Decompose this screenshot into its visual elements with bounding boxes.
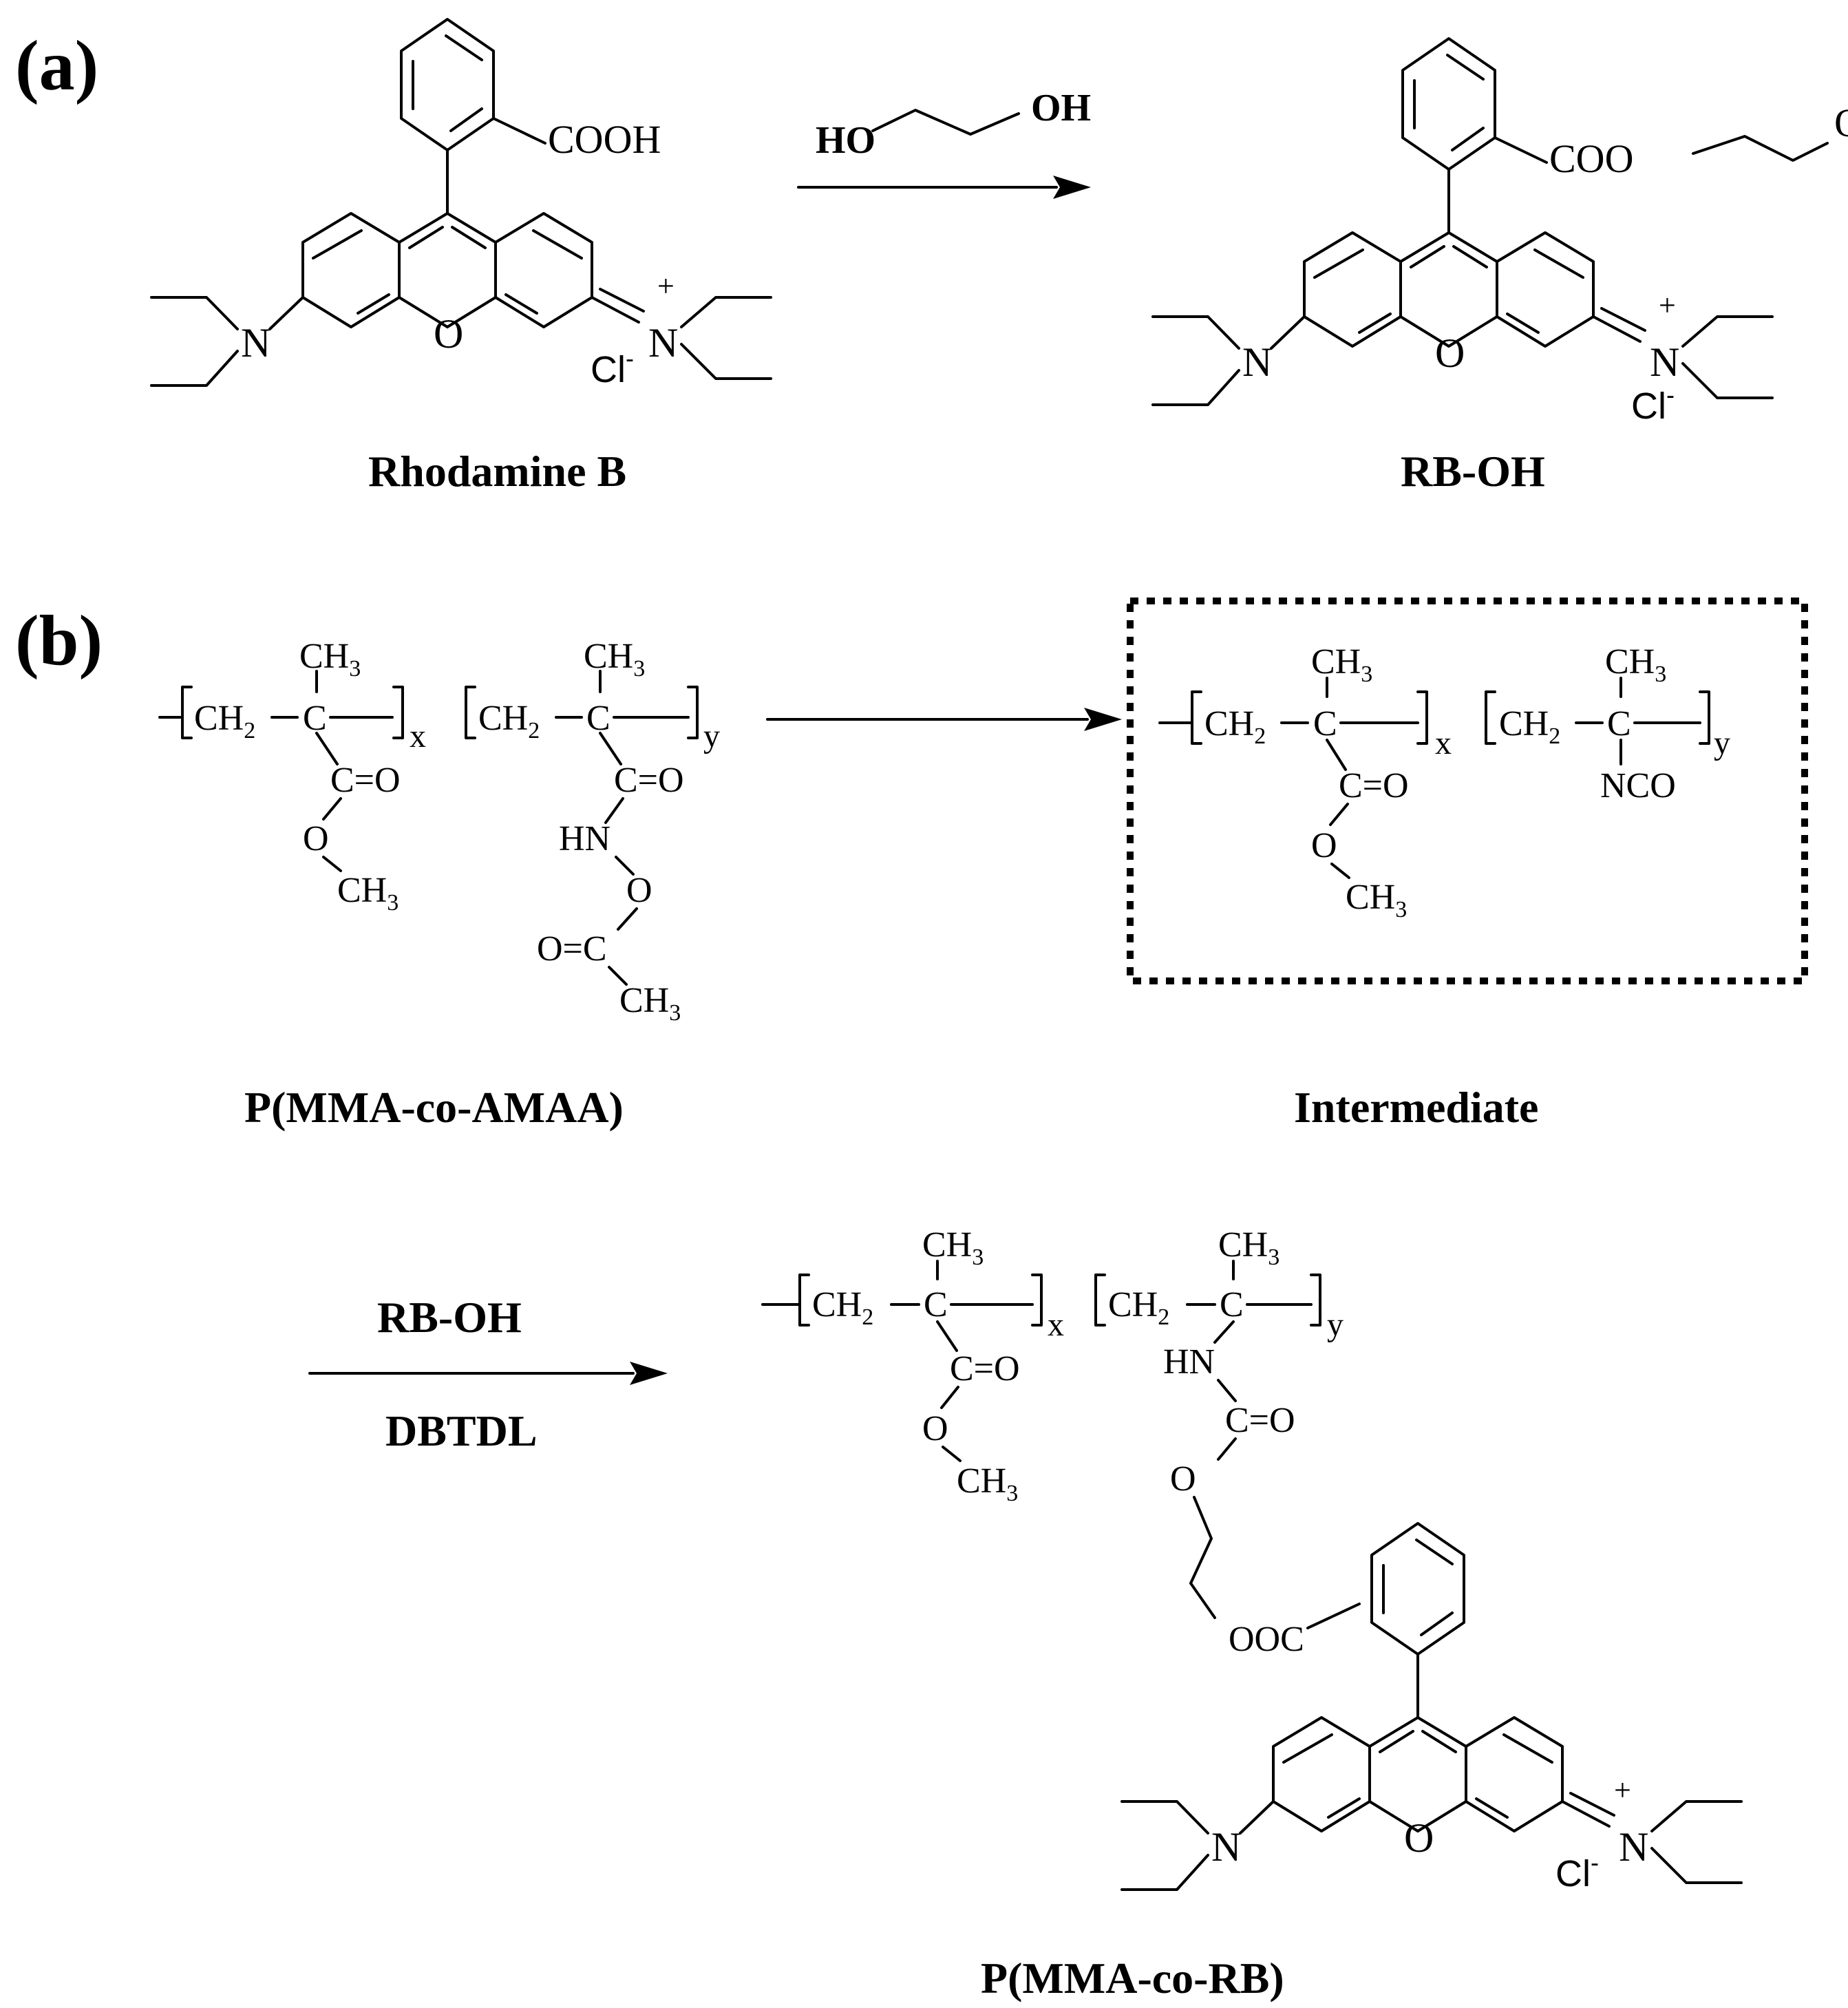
pmma-rb-n-right: N: [1619, 1824, 1648, 1870]
x-subscript-2: x: [1435, 725, 1452, 761]
panel-a-label: (a): [15, 26, 98, 105]
svg-text:O: O: [303, 819, 329, 858]
rb-ring-oxygen: O: [434, 311, 463, 357]
svg-text:CH3: CH3: [922, 1225, 984, 1270]
intermediate-structure: CH2 C x CH3 C=O O CH3 CH2 C y CH3 NCO: [1158, 642, 1730, 922]
pmma-rb-plus-charge: +: [1614, 1773, 1631, 1807]
rb-n-left: N: [241, 320, 270, 366]
glycol-ho: HO: [816, 119, 875, 162]
svg-text:CH2: CH2: [812, 1285, 873, 1330]
step2-reagent: RB-OH: [377, 1293, 522, 1342]
pmma-rb-ring-oxygen: O: [1404, 1815, 1434, 1861]
p-mma-co-amaa-structure: CH2 C x CH3 C=O O CH3 CH2 C y CH3 C=O HN…: [158, 637, 720, 1026]
svg-text:C=O: C=O: [614, 761, 684, 800]
reaction-arrow-b1: [766, 708, 1122, 731]
svg-text:C: C: [1607, 704, 1631, 743]
svg-text:C=O: C=O: [1225, 1401, 1295, 1440]
svg-text:C: C: [924, 1285, 948, 1324]
rboh-n-right: N: [1650, 339, 1679, 385]
rboh-ring-oxygen: O: [1435, 330, 1465, 376]
svg-text:C: C: [1220, 1285, 1244, 1324]
y-subscript-3: y: [1327, 1307, 1343, 1343]
step2-catalyst: DBTDL: [385, 1406, 538, 1455]
rboh-chloride: Cl-: [1631, 381, 1675, 427]
rb-oh-name: RB-OH: [1401, 447, 1545, 496]
pmma-rb-chloride: Cl-: [1555, 1848, 1599, 1894]
rboh-coo-label: COO: [1549, 136, 1633, 181]
x-subscript-1: x: [410, 718, 426, 754]
rb-plus-charge: +: [657, 269, 675, 303]
svg-text:CH2: CH2: [1499, 704, 1560, 749]
svg-text:C: C: [586, 699, 610, 738]
svg-text:CH2: CH2: [1108, 1285, 1169, 1330]
svg-text:CH3: CH3: [957, 1461, 1018, 1506]
svg-text:CH3: CH3: [1311, 642, 1372, 687]
svg-text:C=O: C=O: [950, 1349, 1020, 1388]
y-subscript-2: y: [1714, 725, 1730, 761]
intermediate-box: [1127, 598, 1808, 984]
rboh-oh-label: OH: [1834, 101, 1848, 145]
svg-text:O: O: [1311, 826, 1337, 865]
y-subscript-1: y: [703, 718, 720, 754]
reaction-arrow-a: [797, 176, 1091, 199]
rb-chloride: Cl-: [591, 344, 634, 390]
rhodamine-b-name: Rhodamine B: [368, 447, 626, 496]
ooc-label: OOC: [1229, 1620, 1304, 1659]
svg-text:HN: HN: [1163, 1342, 1215, 1382]
svg-text:CH3: CH3: [1218, 1225, 1279, 1270]
svg-text:CH2: CH2: [1204, 704, 1266, 749]
svg-text:CH3: CH3: [299, 637, 361, 681]
svg-text:CH2: CH2: [194, 699, 255, 743]
glycol-oh: OH: [1031, 87, 1091, 129]
rb-oh-structure: COO OH N N + Cl- O: [1151, 37, 1848, 427]
svg-text:O: O: [1170, 1459, 1196, 1499]
svg-text:CH3: CH3: [584, 637, 645, 681]
rboh-n-left: N: [1242, 339, 1272, 385]
svg-text:CH2: CH2: [478, 699, 540, 743]
panel-b-label: (b): [15, 601, 103, 680]
svg-text:HN: HN: [559, 819, 610, 858]
pmma-rb-n-left: N: [1211, 1824, 1241, 1870]
svg-text:CH3: CH3: [619, 981, 681, 1026]
rb-cooh-label: COOH: [548, 117, 661, 162]
svg-text:CH3: CH3: [337, 871, 399, 916]
svg-text:CH3: CH3: [1605, 642, 1666, 687]
svg-text:O=C: O=C: [537, 929, 607, 969]
intermediate-name: Intermediate: [1294, 1083, 1538, 1132]
p-mma-co-amaa-name: P(MMA-co-AMAA): [244, 1083, 624, 1132]
svg-text:O: O: [922, 1409, 948, 1448]
p-mma-co-rb-name: P(MMA-co-RB): [981, 1954, 1284, 2002]
rboh-plus-charge: +: [1659, 288, 1676, 322]
p-mma-co-rb-structure: CH2 C x CH3 C=O O CH3 CH2 C y CH3 HN C=O…: [761, 1225, 1361, 1659]
svg-text:C=O: C=O: [330, 761, 401, 800]
svg-text:O: O: [626, 871, 652, 910]
svg-text:C=O: C=O: [1339, 766, 1409, 805]
svg-text:CH3: CH3: [1346, 878, 1407, 922]
svg-text:C: C: [1313, 704, 1337, 743]
rhodamine-b-structure: COOH N N + Cl- O: [150, 18, 772, 390]
nco-label: NCO: [1600, 766, 1676, 805]
ethylene-glycol-reagent: HO OH: [816, 87, 1091, 162]
reaction-arrow-b2: [308, 1362, 668, 1385]
svg-text:C: C: [303, 699, 327, 738]
x-subscript-3: x: [1048, 1307, 1064, 1343]
pmma-rb-rhodamine-unit: N N + Cl- O: [1121, 1522, 1743, 1894]
rb-n-right: N: [648, 320, 678, 366]
